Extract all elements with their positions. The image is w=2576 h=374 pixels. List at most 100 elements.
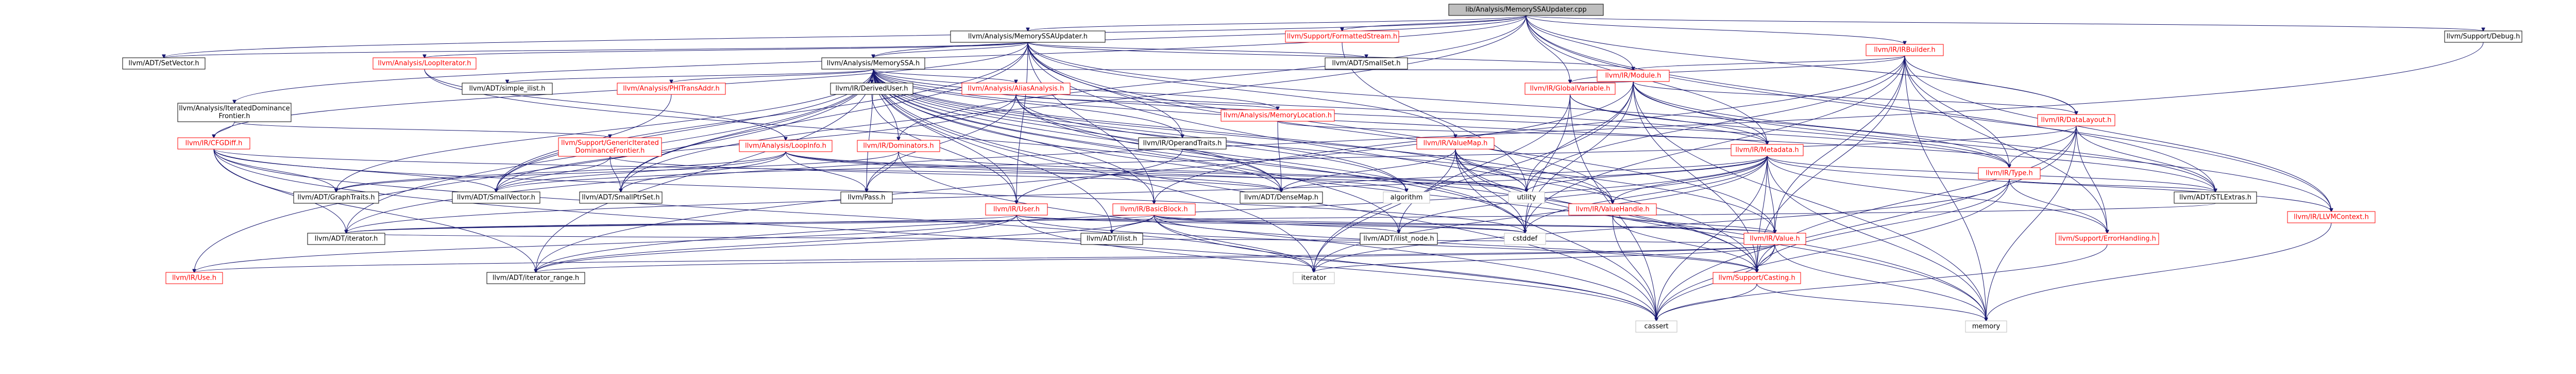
node-label: llvm/ADT/simple_ilist.h <box>469 85 546 93</box>
node-densemap[interactable]: llvm/ADT/DenseMap.h <box>1240 191 1323 204</box>
node-type_h[interactable]: llvm/IR/Type.h <box>1978 167 2041 180</box>
node-box <box>307 233 385 245</box>
node-setvector[interactable]: llvm/ADT/SetVector.h <box>122 57 206 70</box>
edge-memssa_h-to-dominators <box>873 69 899 140</box>
node-label: llvm/ADT/ilist_node.h <box>1363 235 1434 243</box>
node-use_h[interactable]: llvm/IR/Use.h <box>165 272 223 284</box>
node-box <box>2287 211 2376 223</box>
node-memloc[interactable]: llvm/Analysis/MemoryLocation.h <box>1221 109 1335 122</box>
edge-updater_h-to-module_h <box>1027 42 1633 70</box>
node-ilist_node[interactable]: llvm/ADT/ilist_node.h <box>1360 233 1438 245</box>
node-box <box>2055 233 2159 245</box>
edge-metadata-to-iterator_std <box>1314 155 1768 272</box>
edge-irbuilder-to-utility <box>1527 55 1905 192</box>
node-graphtraits[interactable]: llvm/ADT/GraphTraits.h <box>293 191 379 204</box>
node-metadata[interactable]: llvm/IR/Metadata.h <box>1731 144 1804 156</box>
node-stlextras[interactable]: llvm/ADT/STLExtras.h <box>2174 191 2257 204</box>
edge-gdf-to-smallptrset <box>609 156 621 192</box>
node-ilist[interactable]: llvm/ADT/ilist.h <box>1080 233 1143 245</box>
edge-memssa_h-to-type_h <box>873 69 2009 168</box>
edge-basicblock-to-ilist <box>1112 215 1155 233</box>
node-derivedusr[interactable]: llvm/IR/DerivedUser.h <box>830 83 913 95</box>
node-gdf[interactable]: llvm/Support/GenericIteratedDominanceFro… <box>558 137 662 157</box>
node-itdf[interactable]: llvm/Analysis/IteratedDominanceFrontier.… <box>177 103 292 122</box>
node-datalayout[interactable]: llvm/IR/DataLayout.h <box>2037 114 2115 126</box>
node-debug_h[interactable]: llvm/Support/Debug.h <box>2444 30 2522 43</box>
node-smallptrset[interactable]: llvm/ADT/SmallPtrSet.h <box>579 191 663 204</box>
edge-root-to-irbuilder <box>1526 15 1905 44</box>
node-dominators[interactable]: llvm/IR/Dominators.h <box>857 140 940 152</box>
node-value_h[interactable]: llvm/IR/Value.h <box>1743 233 1806 245</box>
node-iterator_h[interactable]: llvm/ADT/iterator.h <box>307 233 385 245</box>
node-phitrans[interactable]: llvm/Analysis/PHITransAddr.h <box>617 83 726 95</box>
node-aliasanalysis[interactable]: llvm/Analysis/AliasAnalysis.h <box>961 83 1071 95</box>
node-memssa_h[interactable]: llvm/Analysis/MemorySSA.h <box>821 57 925 70</box>
edge-valuemap-to-utility <box>1455 149 1527 192</box>
node-formatted[interactable]: llvm/Support/FormattedStream.h <box>1285 30 1399 43</box>
node-label: llvm/ADT/SetVector.h <box>128 60 199 68</box>
node-box <box>2174 191 2257 204</box>
edge-irbuilder-to-basicblock <box>1154 55 1905 204</box>
node-smallset[interactable]: llvm/ADT/SmallSet.h <box>1325 57 1408 70</box>
edge-memssa_h-to-module_h <box>873 69 1633 70</box>
node-cfgdiff[interactable]: llvm/IR/CFGDiff.h <box>177 137 250 150</box>
node-errhandling[interactable]: llvm/Support/ErrorHandling.h <box>2055 233 2159 245</box>
node-cstddef: cstddef <box>1504 233 1546 245</box>
edge-module_h-to-iterrange <box>536 81 1634 272</box>
node-box <box>462 83 553 95</box>
node-operandtraits[interactable]: llvm/IR/OperandTraits.h <box>1138 137 1227 150</box>
node-label: llvm/ADT/ilist.h <box>1087 235 1137 243</box>
edge-dominators-to-utility <box>898 151 1527 192</box>
node-updater_h[interactable]: llvm/Analysis/MemorySSAUpdater.h <box>950 30 1106 43</box>
node-label: cassert <box>1644 323 1668 331</box>
node-user_h[interactable]: llvm/IR/User.h <box>985 203 1048 216</box>
edge-user_h-to-iterrange <box>536 215 1017 272</box>
node-loopinfo[interactable]: llvm/Analysis/LoopInfo.h <box>739 140 833 152</box>
node-box <box>452 191 540 204</box>
node-label: llvm/ADT/iterator_range.h <box>493 274 579 282</box>
node-label: lib/Analysis/MemorySSAUpdater.cpp <box>1465 6 1586 14</box>
edge-memssa_h-to-ilist_node <box>873 69 1399 233</box>
node-cassert: cassert <box>1635 320 1677 333</box>
node-label: llvm/ADT/iterator.h <box>315 235 378 243</box>
node-iterrange[interactable]: llvm/ADT/iterator_range.h <box>486 272 585 284</box>
node-valuehandle[interactable]: llvm/IR/ValueHandle.h <box>1568 203 1657 216</box>
node-irbuilder[interactable]: llvm/IR/IRBuilder.h <box>1866 44 1944 56</box>
node-basicblock[interactable]: llvm/IR/BasicBlock.h <box>1112 203 1196 216</box>
node-simple_ilist[interactable]: llvm/ADT/simple_ilist.h <box>462 83 553 95</box>
edge-loopinfo-to-graphtraits <box>336 151 786 192</box>
node-box <box>1743 233 1806 245</box>
node-label: llvm/IR/Metadata.h <box>1735 147 1799 154</box>
edge-casting-to-cassert <box>1656 283 1757 321</box>
node-box <box>372 57 477 70</box>
node-valuemap[interactable]: llvm/IR/ValueMap.h <box>1416 137 1495 150</box>
node-loopiter[interactable]: llvm/Analysis/LoopIterator.h <box>372 57 477 70</box>
node-llvmctx[interactable]: llvm/IR/LLVMContext.h <box>2287 211 2376 223</box>
edge-datalayout-to-memory <box>1986 125 2077 321</box>
edge-root-to-debug_h <box>1526 15 2483 31</box>
edge-root-to-globalvar <box>1526 15 1570 83</box>
edge-llvmctx-to-memory <box>1986 222 2332 321</box>
edge-valuemap-to-cstddef <box>1455 149 1525 233</box>
node-module_h[interactable]: llvm/IR/Module.h <box>1597 70 1670 82</box>
edge-updater_h-to-type_h <box>1027 42 2009 168</box>
node-box <box>1965 320 2007 333</box>
edge-metadata-to-value_h <box>1767 155 1775 233</box>
edge-type_h-to-casting <box>1757 178 2010 272</box>
node-box <box>1383 191 1430 204</box>
node-globalvar[interactable]: llvm/IR/GlobalVariable.h <box>1524 83 1616 95</box>
node-label: llvm/ADT/SmallPtrSet.h <box>582 194 659 202</box>
node-smallvector[interactable]: llvm/ADT/SmallVector.h <box>452 191 540 204</box>
node-casting[interactable]: llvm/Support/Casting.h <box>1713 272 1801 284</box>
edge-module_h-to-memory <box>1633 81 1986 321</box>
edge-loopiter-to-loopinfo <box>424 69 786 140</box>
edge-datalayout-to-cassert <box>1656 125 2077 321</box>
edge-user_h-to-value_h <box>1016 215 1775 233</box>
node-label: llvm/Support/ErrorHandling.h <box>2058 235 2156 243</box>
node-label: llvm/IR/Dominators.h <box>863 142 934 150</box>
edge-updater_h-to-user_h <box>1016 42 1028 204</box>
node-label: llvm/IR/LLVMContext.h <box>2294 214 2369 221</box>
node-pass_h[interactable]: llvm/Pass.h <box>840 191 893 204</box>
edge-cfgdiff-to-graphtraits <box>213 149 336 192</box>
edge-updater_h-to-valuehandle <box>1027 42 1613 204</box>
